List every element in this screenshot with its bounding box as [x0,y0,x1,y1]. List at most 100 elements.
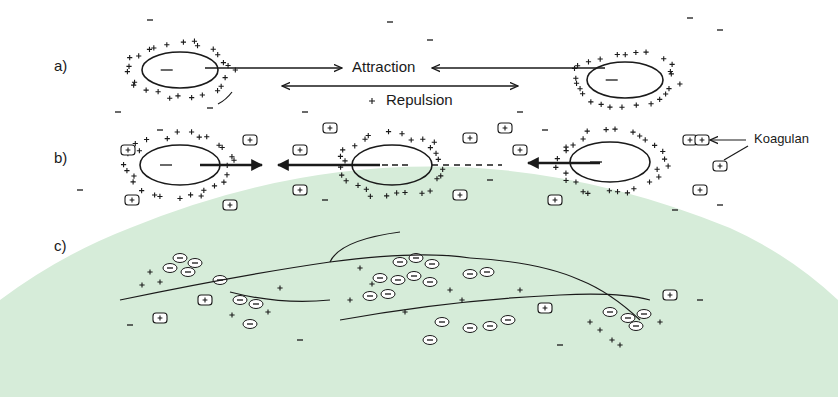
leader-line [724,146,748,160]
positive-charge [192,39,197,44]
positive-charge [447,287,452,292]
positive-charge [228,203,233,208]
coagulant-particle [538,303,552,313]
positive-charge [588,99,593,104]
positive-charge [126,64,131,69]
positive-charge [369,281,374,286]
row-label: a) [52,58,69,75]
negative-charge [467,327,473,328]
negative-charge [160,164,172,165]
positive-charge [700,138,705,143]
negative-charge [207,107,213,108]
positive-charge [555,156,560,161]
positive-charge [553,165,558,170]
positive-charge [189,129,194,134]
positive-charge [698,188,703,193]
positive-charge [657,319,662,324]
positive-charge [419,191,424,196]
negative-charge [717,204,723,205]
neutralised-particle [407,272,421,281]
positive-charge [434,176,439,181]
positive-charge [139,188,144,193]
negative-charge [237,299,243,300]
positive-charge [647,179,652,184]
negative-charge [641,313,647,314]
positive-charge [121,162,126,167]
positive-charge [543,306,548,311]
positive-charge [648,101,653,106]
coagulant-particle [153,313,167,323]
positive-charge [458,193,463,198]
negative-charge [367,295,373,296]
positive-charge [197,134,202,139]
coagulant-label: Koagulan [752,132,811,146]
neutralised-particle [163,264,177,273]
label-text: Repulsion [384,91,455,108]
positive-charge [364,187,369,192]
neutralised-particle [629,322,643,331]
positive-charge [344,178,349,183]
positive-charge [433,151,438,156]
positive-charge [152,192,157,197]
coagulant-particle [198,295,212,305]
positive-charge [352,143,357,148]
coagulant-particle [548,195,562,205]
coagulant-particle [498,123,512,133]
positive-charge [599,102,604,107]
positive-charge [586,59,591,64]
charge-symbols [77,18,727,348]
positive-charge [156,89,161,94]
positive-charge [368,194,373,199]
force-arrow [200,164,262,166]
neutralised-particle [480,268,494,277]
sketch-stroke [218,92,232,104]
positive-charge [660,149,665,154]
neutralised-particle [373,274,387,283]
positive-charge [223,75,228,80]
negative-charge [185,271,191,272]
positive-charge [231,158,236,163]
coagulant-particle [125,195,139,205]
watermark-ground [0,167,838,397]
positive-charge [619,105,624,110]
positive-charge [718,164,723,169]
neutralised-particle [463,270,477,279]
positive-charge [147,269,152,274]
neutralised-particle [233,296,247,305]
neutralised-particle [363,292,377,301]
negative-charge [606,79,618,80]
positive-charge [144,137,149,142]
coagulant-particle [243,135,257,145]
force-arrow [205,67,342,68]
positive-charge [604,127,609,132]
positive-charge [623,52,628,57]
positive-charge [517,287,522,292]
negative-charge [377,277,383,278]
positive-charge [631,186,636,191]
neutralised-particle [393,258,407,267]
negative-charge [625,317,631,318]
positive-charge [668,293,673,298]
positive-charge [132,80,137,85]
positive-charge [131,83,136,88]
coagulant-particle [513,145,527,155]
neutralised-particle [188,259,202,268]
coagulant-particle [463,133,477,143]
neutralised-particle [621,314,635,323]
negative-charge [487,325,493,326]
positive-charge [428,188,433,193]
force-arrow [278,164,380,166]
colloid-particle [142,52,218,88]
positive-charge [157,279,162,284]
negative-charge [127,324,133,325]
positive-charge [127,55,132,60]
label-text: Koagulan [752,131,811,146]
negative-charge [157,129,163,130]
negative-charge [633,325,639,326]
negative-charge [542,129,548,130]
positive-charge [617,342,622,347]
positive-charge [428,145,433,150]
positive-charge [201,188,206,193]
